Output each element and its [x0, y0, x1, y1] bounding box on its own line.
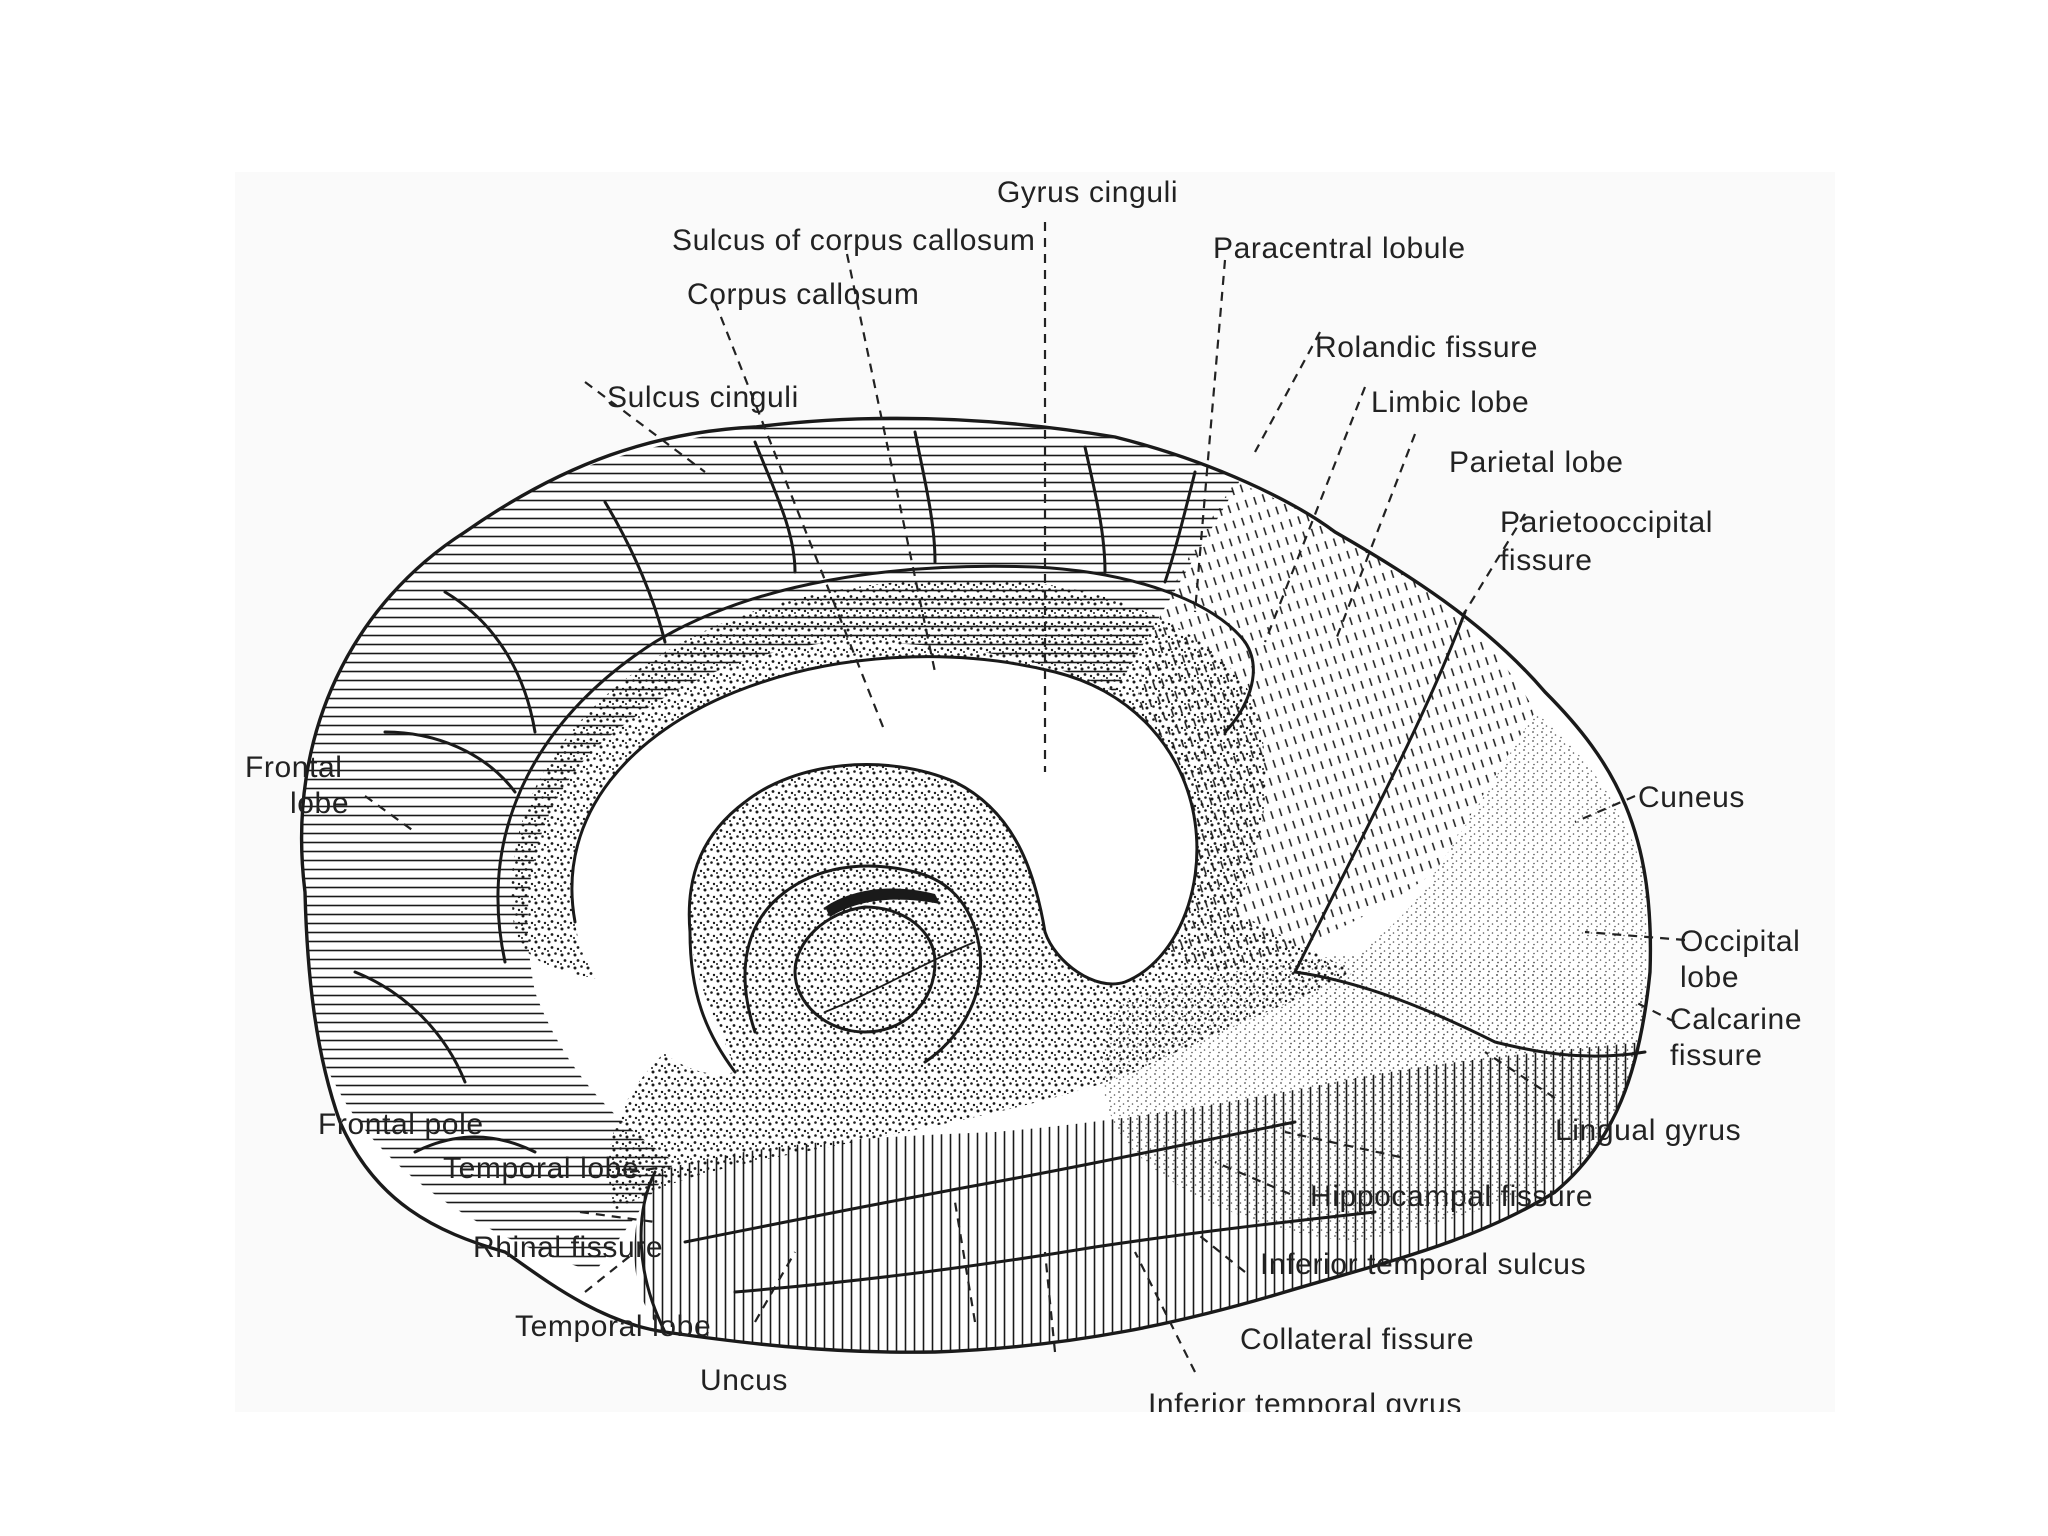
label-uncus: Uncus: [700, 1364, 788, 1397]
label-occipital-lobe-line2: lobe: [1680, 961, 1739, 994]
label-frontal-lobe-line2: lobe: [290, 787, 349, 820]
label-temporal-lobe-lower: Temporal lobe: [515, 1310, 711, 1343]
label-gyrus-cinguli: Gyrus cinguli: [997, 176, 1178, 209]
label-sulcus-of-corpus-callosum: Sulcus of corpus callosum: [672, 224, 1036, 257]
label-hippocampal-fissure: Hippocampal fissure: [1310, 1180, 1593, 1213]
label-corpus-callosum: Corpus callosum: [687, 278, 919, 311]
label-frontal-pole: Frontal pole: [318, 1108, 484, 1141]
label-lingual-gyrus: Lingual gyrus: [1555, 1114, 1741, 1147]
label-calcarine-fissure-line2: fissure: [1670, 1039, 1763, 1072]
label-collateral-fissure: Collateral fissure: [1240, 1323, 1474, 1356]
label-parietooccipital-line1: Parietooccipital: [1500, 506, 1713, 539]
label-paracentral-lobule: Paracentral lobule: [1213, 232, 1466, 265]
label-rhinal-fissure: Rhinal fissure: [473, 1231, 663, 1264]
label-calcarine-fissure-line1: Calcarine: [1670, 1003, 1802, 1036]
label-temporal-lobe-upper: Temporal lobe: [443, 1152, 639, 1185]
leader-lines: [364, 222, 1686, 1373]
label-parietooccipital-line2: fissure: [1500, 544, 1593, 577]
figure-panel: Gyrus cinguli Sulcus of corpus callosum …: [235, 172, 1835, 1412]
brain-illustration: [299, 416, 1653, 1354]
temporal-lobe-region: [634, 1042, 1645, 1353]
brain-medial-diagram: Gyrus cinguli Sulcus of corpus callosum …: [245, 176, 1802, 1412]
label-cuneus: Cuneus: [1638, 781, 1745, 814]
label-limbic-lobe: Limbic lobe: [1371, 386, 1529, 419]
corpus-callosum-region: [571, 656, 1197, 1074]
label-parietal-lobe: Parietal lobe: [1449, 446, 1624, 479]
label-inferior-temporal-sulcus: Inferior temporal sulcus: [1260, 1248, 1586, 1281]
brain-outline: [299, 416, 1653, 1354]
label-inferior-temporal-gyrus: Inferior temporal gyrus: [1148, 1388, 1462, 1412]
label-sulcus-cinguli: Sulcus cinguli: [607, 381, 799, 414]
label-frontal-lobe-line1: Frontal: [245, 751, 343, 784]
labels: Gyrus cinguli Sulcus of corpus callosum …: [245, 176, 1802, 1412]
sulci-lines: [353, 430, 1647, 1334]
label-occipital-lobe-line1: Occipital: [1680, 925, 1800, 958]
label-rolandic-fissure: Rolandic fissure: [1315, 331, 1538, 364]
